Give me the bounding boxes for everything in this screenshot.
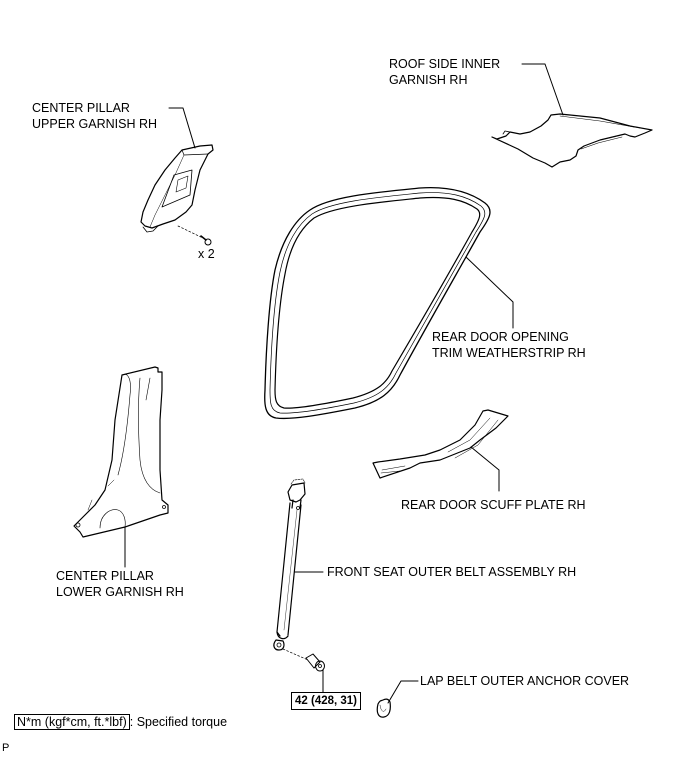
roof-side-inner-garnish-part — [491, 113, 653, 168]
clip-part — [200, 235, 212, 246]
label-clip-quantity: x 2 — [198, 247, 215, 261]
label-rear-door-scuff-plate: REAR DOOR SCUFF PLATE RH — [401, 498, 586, 512]
label-center-pillar-lower-garnish: CENTER PILLAR LOWER GARNISH RH — [56, 568, 184, 600]
rear-door-scuff-plate-part — [372, 409, 509, 479]
torque-legend: N*m (kgf*cm, ft.*lbf): Specified torque — [14, 714, 227, 730]
corner-mark: P — [2, 742, 10, 754]
torque-unit-box: N*m (kgf*cm, ft.*lbf) — [14, 714, 130, 730]
label-center-pillar-upper-garnish: CENTER PILLAR UPPER GARNISH RH — [32, 100, 157, 132]
front-seat-outer-belt-part — [273, 478, 306, 651]
anchor-bolt-part — [305, 653, 325, 672]
label-roof-side-inner-garnish: ROOF SIDE INNER GARNISH RH — [389, 56, 500, 88]
center-pillar-upper-garnish-part — [140, 144, 214, 233]
label-line-1: CENTER PILLAR — [32, 101, 130, 115]
torque-spec-box: 42 (428, 31) — [291, 692, 362, 710]
label-line-1: ROOF SIDE INNER — [389, 57, 501, 71]
label-line-1: REAR DOOR OPENING — [432, 330, 569, 344]
label-line-2: UPPER GARNISH RH — [32, 117, 158, 131]
label-lap-belt-outer-anchor-cover: LAP BELT OUTER ANCHOR COVER — [420, 674, 630, 688]
label-front-seat-outer-belt: FRONT SEAT OUTER BELT ASSEMBLY RH — [327, 565, 577, 579]
label-rear-door-opening-weatherstrip: REAR DOOR OPENING TRIM WEATHERSTRIP RH — [432, 329, 586, 361]
torque-legend-text: : Specified torque — [129, 715, 228, 729]
label-line-1: CENTER PILLAR — [56, 569, 154, 583]
center-pillar-lower-garnish-part — [73, 366, 169, 538]
label-line-2: LOWER GARNISH RH — [56, 585, 184, 599]
label-line-2: GARNISH RH — [389, 73, 468, 87]
lap-belt-outer-anchor-cover-part — [376, 698, 391, 718]
rear-door-opening-weatherstrip-part — [264, 186, 491, 420]
label-line-2: TRIM WEATHERSTRIP RH — [432, 346, 586, 360]
